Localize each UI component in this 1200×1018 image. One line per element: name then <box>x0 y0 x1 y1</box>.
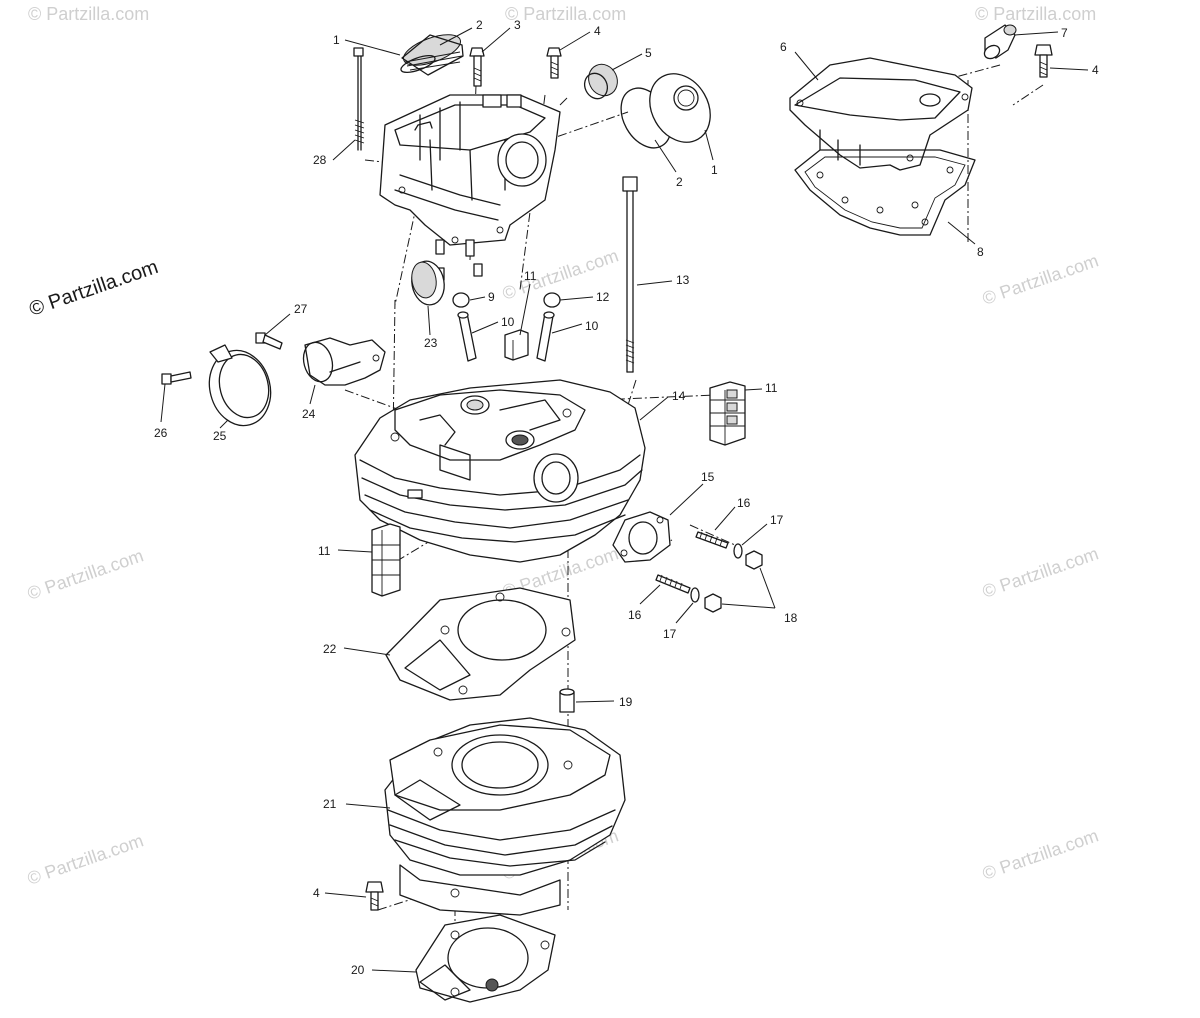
callout-23: 23 <box>424 336 438 350</box>
callout-7: 7 <box>1061 26 1068 40</box>
intake-boot-24 <box>302 337 386 386</box>
cam-housing <box>379 94 561 246</box>
cylinder-head-14 <box>354 379 646 563</box>
pushrod-tubes <box>457 311 555 362</box>
cap-23 <box>411 260 445 306</box>
bolt-4-upper <box>546 47 562 79</box>
base-gasket-20 <box>415 914 556 1003</box>
washers-17 <box>690 543 743 603</box>
bracket-11-left <box>371 523 401 597</box>
long-bolt-13 <box>622 176 638 373</box>
callout-20: 20 <box>351 963 365 977</box>
watermark-faint: © Partzilla.com <box>28 4 149 24</box>
head-gasket-22 <box>385 587 576 701</box>
callout-11: 11 <box>524 269 537 283</box>
callout-1: 1 <box>333 33 340 47</box>
valve-cover-gasket-8 <box>794 149 976 236</box>
callout-17: 17 <box>770 513 784 527</box>
screw-26 <box>161 371 192 385</box>
callout-16: 16 <box>628 608 642 622</box>
callout-10: 10 <box>585 319 599 333</box>
callout-5: 5 <box>645 46 652 60</box>
bolt-4-right <box>1034 44 1053 78</box>
watermark-faint: © Partzilla.com <box>505 4 626 24</box>
callout-17: 17 <box>663 627 677 641</box>
plug-5 <box>583 63 618 100</box>
callout-labels: 1 2 3 4 5 2 1 28 6 7 4 8 11 13 9 12 10 1… <box>154 18 1099 977</box>
callout-11: 11 <box>765 381 778 395</box>
watermark-faint: © Partzilla.com <box>980 543 1101 601</box>
valve-cover-6 <box>789 57 973 171</box>
callout-21: 21 <box>323 797 337 811</box>
callout-24: 24 <box>302 407 316 421</box>
callout-12: 12 <box>596 290 610 304</box>
callout-2: 2 <box>476 18 483 32</box>
nuts-18 <box>704 550 763 613</box>
callout-9: 9 <box>488 290 495 304</box>
cylinder-21 <box>384 717 626 916</box>
watermark-faint: © Partzilla.com <box>25 830 146 888</box>
callout-22: 22 <box>323 642 337 656</box>
dowel-19 <box>559 688 575 713</box>
callout-25: 25 <box>213 429 227 443</box>
watermark-main: © Partzilla.com <box>26 256 161 321</box>
watermark-faint: © Partzilla.com <box>980 825 1101 883</box>
tappet-caps <box>452 292 561 308</box>
long-stud-28 <box>353 47 365 151</box>
watermark-faint: © Partzilla.com <box>980 250 1101 308</box>
callout-4: 4 <box>313 886 320 900</box>
bolt-3 <box>469 47 485 87</box>
callout-11: 11 <box>318 544 331 558</box>
callout-8: 8 <box>977 245 984 259</box>
screw-27 <box>255 332 283 350</box>
callout-13: 13 <box>676 273 690 287</box>
callout-18: 18 <box>784 611 798 625</box>
callout-4: 4 <box>594 24 601 38</box>
valve-cap-top <box>400 34 464 76</box>
exhaust-studs-16 <box>655 531 729 594</box>
callout-14: 14 <box>672 389 686 403</box>
dowel-pins <box>435 239 483 281</box>
valve-cap-round <box>620 73 711 149</box>
callout-3: 3 <box>514 18 521 32</box>
callout-16: 16 <box>737 496 751 510</box>
watermark-faint: © Partzilla.com <box>975 4 1096 24</box>
bracket-11-top <box>504 329 529 361</box>
callout-28: 28 <box>313 153 327 167</box>
callout-26: 26 <box>154 426 168 440</box>
clamp-25 <box>208 344 272 427</box>
bracket-11-right <box>709 381 746 446</box>
callout-27: 27 <box>294 302 308 316</box>
callout-2: 2 <box>676 175 683 189</box>
leader-lines <box>160 27 1089 973</box>
callout-19: 19 <box>619 695 633 709</box>
callout-6: 6 <box>780 40 787 54</box>
breather-elbow-7 <box>983 24 1017 60</box>
callout-4: 4 <box>1092 63 1099 77</box>
watermark-faint: © Partzilla.com <box>25 545 146 603</box>
exhaust-gasket-15 <box>612 511 671 563</box>
callout-15: 15 <box>701 470 715 484</box>
callout-10: 10 <box>501 315 515 329</box>
bolt-4-lower <box>365 881 384 911</box>
callout-1: 1 <box>711 163 718 177</box>
